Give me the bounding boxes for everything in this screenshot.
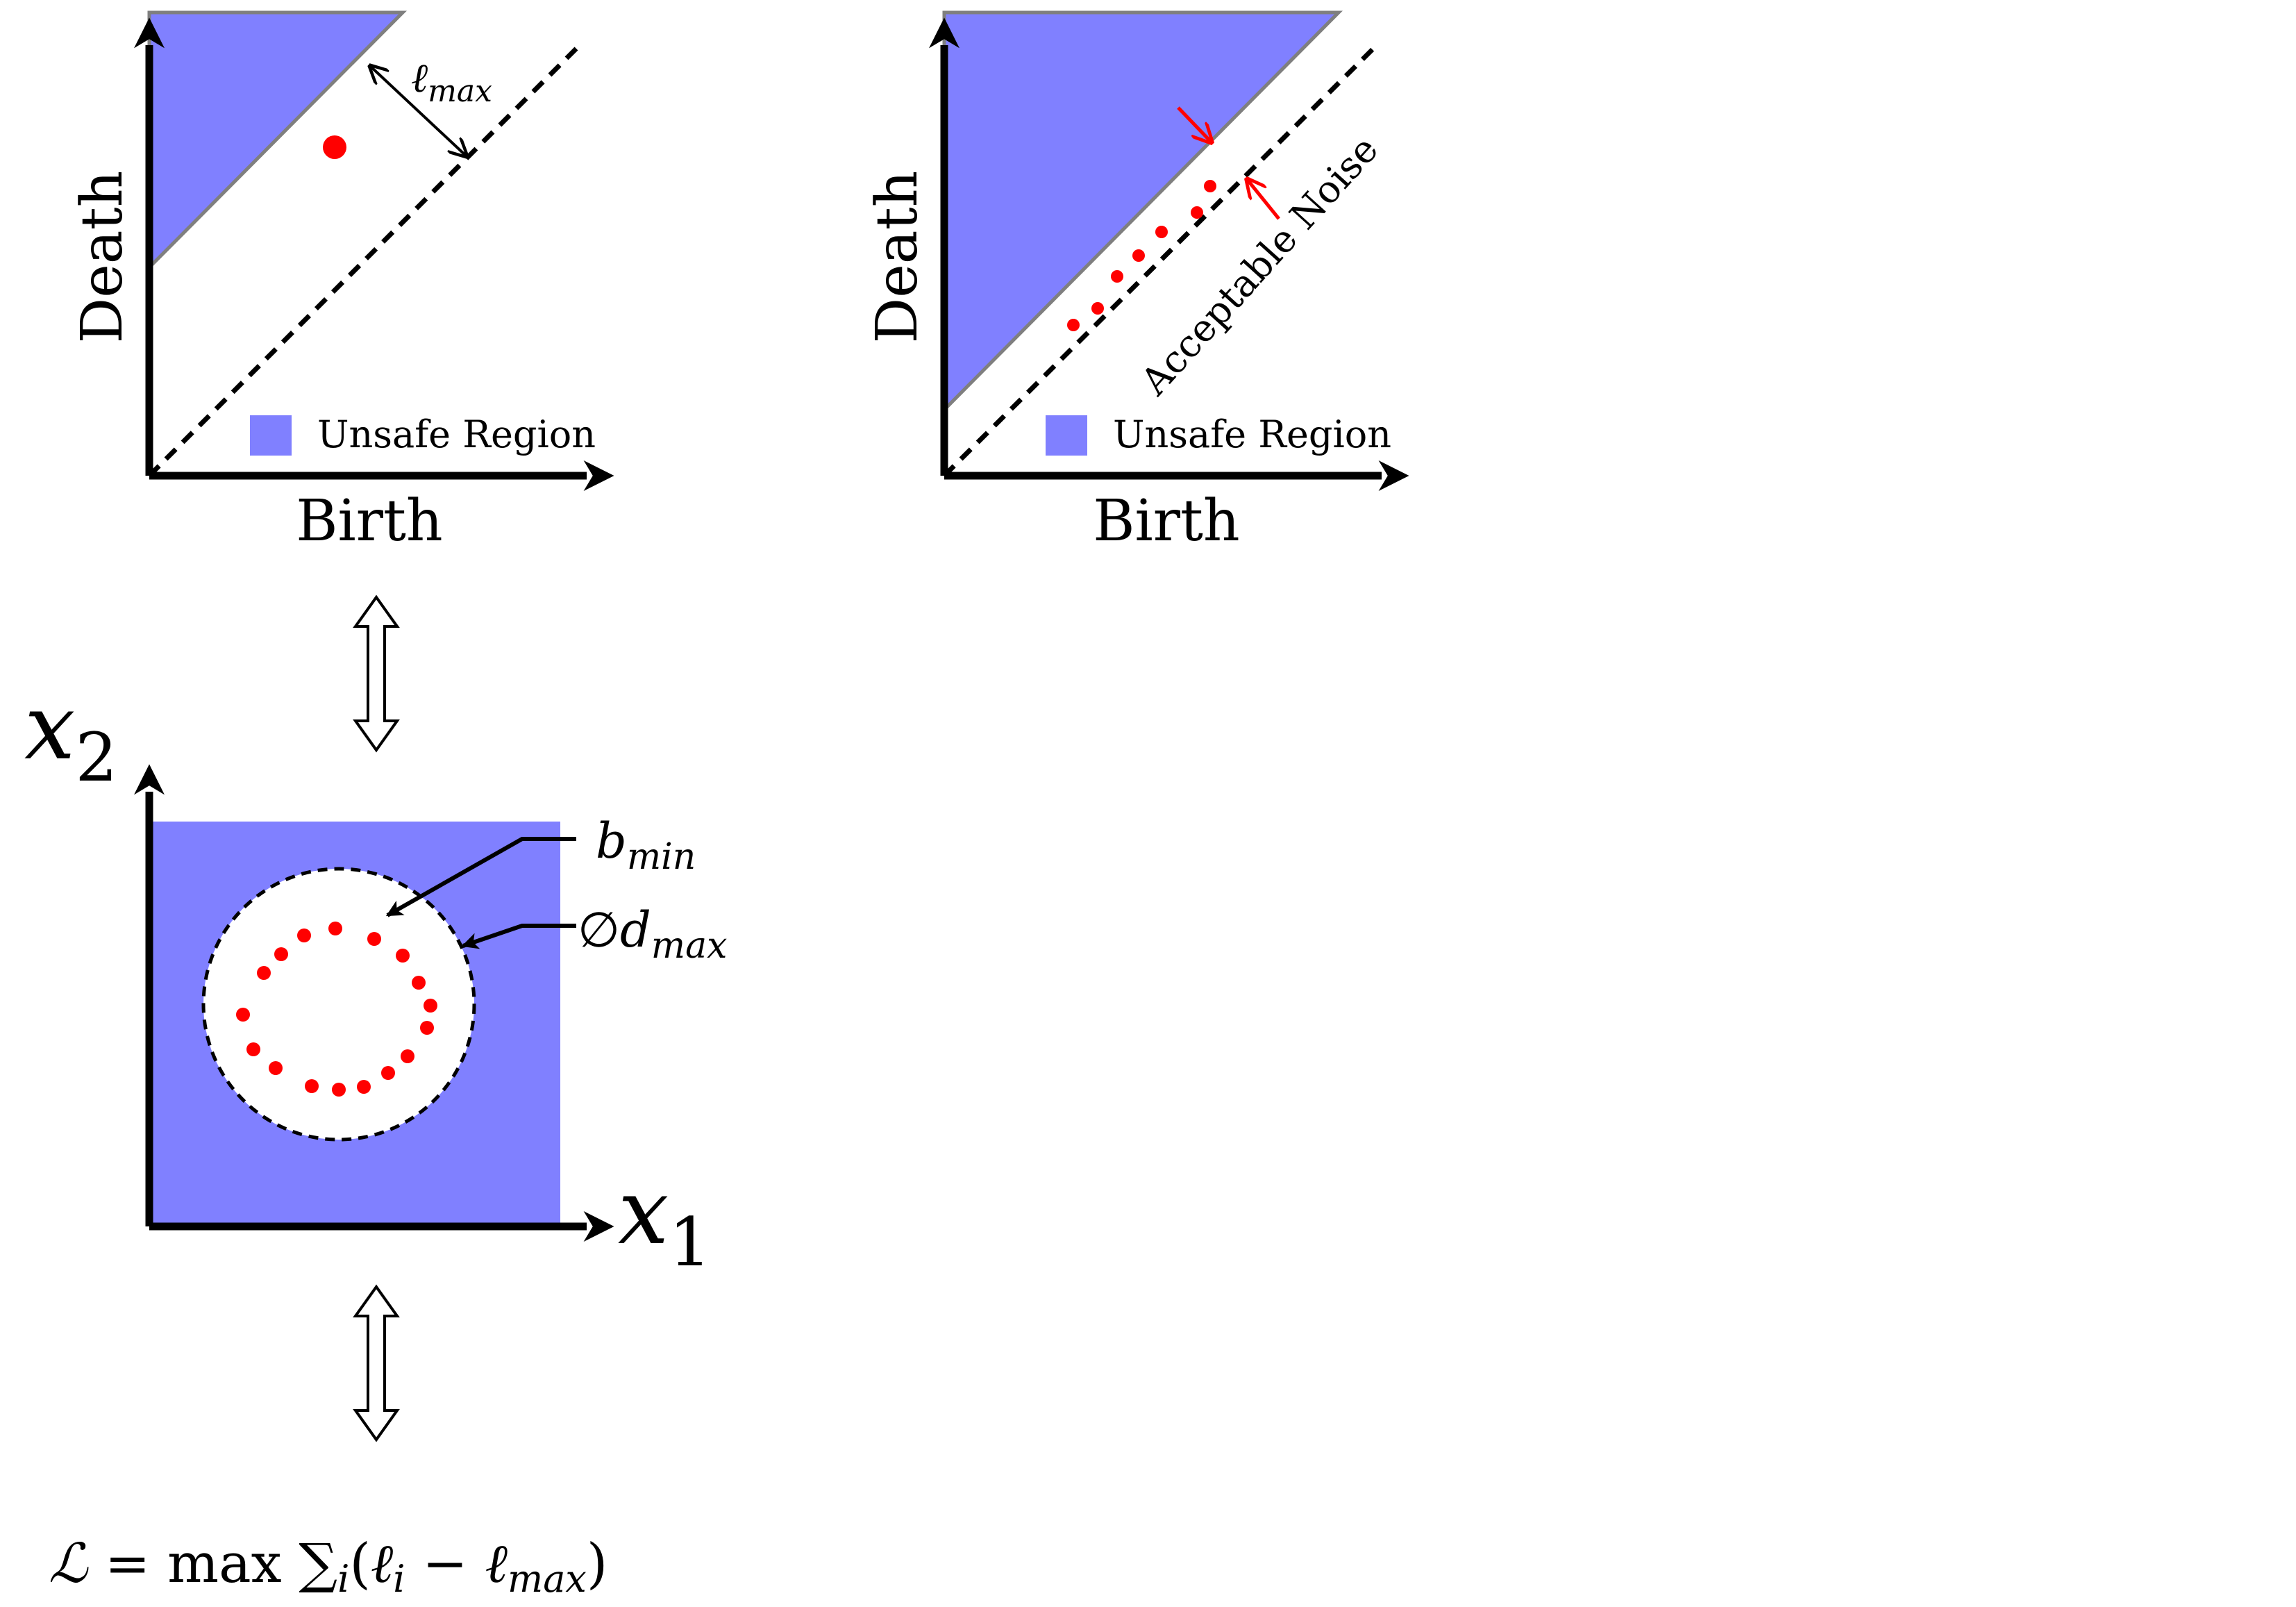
data-point — [269, 1061, 283, 1075]
data-point — [297, 929, 311, 942]
data-point — [357, 1080, 371, 1094]
data-point — [401, 1049, 414, 1063]
data-point — [381, 1066, 395, 1080]
data-point — [396, 949, 410, 963]
loss-formula: ℒ = max ∑i(ℓi − ℓmax) — [49, 1533, 607, 1601]
data-point — [236, 1008, 250, 1022]
x2-label: x2 — [24, 674, 117, 797]
data-point — [412, 976, 426, 990]
persistence-point — [323, 135, 346, 159]
data-point — [274, 947, 288, 961]
legend-label: Unsafe Region — [1113, 413, 1391, 456]
noise-point — [1067, 319, 1080, 331]
data-point — [420, 1021, 434, 1035]
noise-point — [1191, 206, 1203, 219]
bmin-leader — [385, 837, 576, 917]
data-point — [424, 999, 437, 1013]
y-axis-label: Death — [864, 171, 930, 344]
noise-point — [1132, 249, 1145, 262]
data-point — [257, 966, 271, 980]
legend-swatch — [1046, 415, 1087, 456]
data-point — [332, 1083, 346, 1097]
legend-label: Unsafe Region — [317, 413, 596, 456]
noise-arrow-up — [1247, 179, 1280, 220]
data-point — [328, 922, 342, 935]
data-point — [246, 1042, 260, 1056]
noise-points — [1067, 180, 1216, 331]
x-axis-label: Birth — [296, 488, 442, 554]
bmin-label: bmin — [596, 813, 696, 878]
x1-label: x1 — [618, 1159, 711, 1281]
legend-swatch — [250, 415, 292, 456]
y-axis-label: Death — [69, 171, 135, 344]
data-ring-points — [236, 922, 437, 1097]
noise-arrow-down — [1177, 106, 1212, 142]
equivalence-arrow-bottom — [353, 1284, 400, 1442]
noise-point — [1111, 270, 1123, 283]
persistence-diagram-right: Acceptable Noise Unsafe Region Birth Dea… — [864, 10, 1409, 554]
noise-point — [1091, 302, 1104, 315]
noise-point — [1155, 226, 1168, 238]
dmax-leader — [461, 924, 576, 949]
dmax-label: ∅dmax — [578, 901, 727, 967]
data-point — [367, 932, 381, 946]
diagonal-line — [147, 47, 578, 478]
lmax-label: ℓmax — [411, 54, 492, 109]
data-point — [305, 1079, 319, 1093]
input-space-panel: bmin ∅dmax x1 x2 — [24, 674, 727, 1281]
noise-point — [1204, 180, 1216, 192]
diagonal-line — [942, 45, 1377, 478]
x-axis-label: Birth — [1093, 488, 1239, 554]
persistence-diagram-left: ℓmax Unsafe Region Birth Death — [69, 10, 614, 554]
lmax-arrow — [370, 66, 467, 156]
equivalence-arrow-top — [353, 594, 400, 753]
unsafe-region — [147, 10, 408, 272]
